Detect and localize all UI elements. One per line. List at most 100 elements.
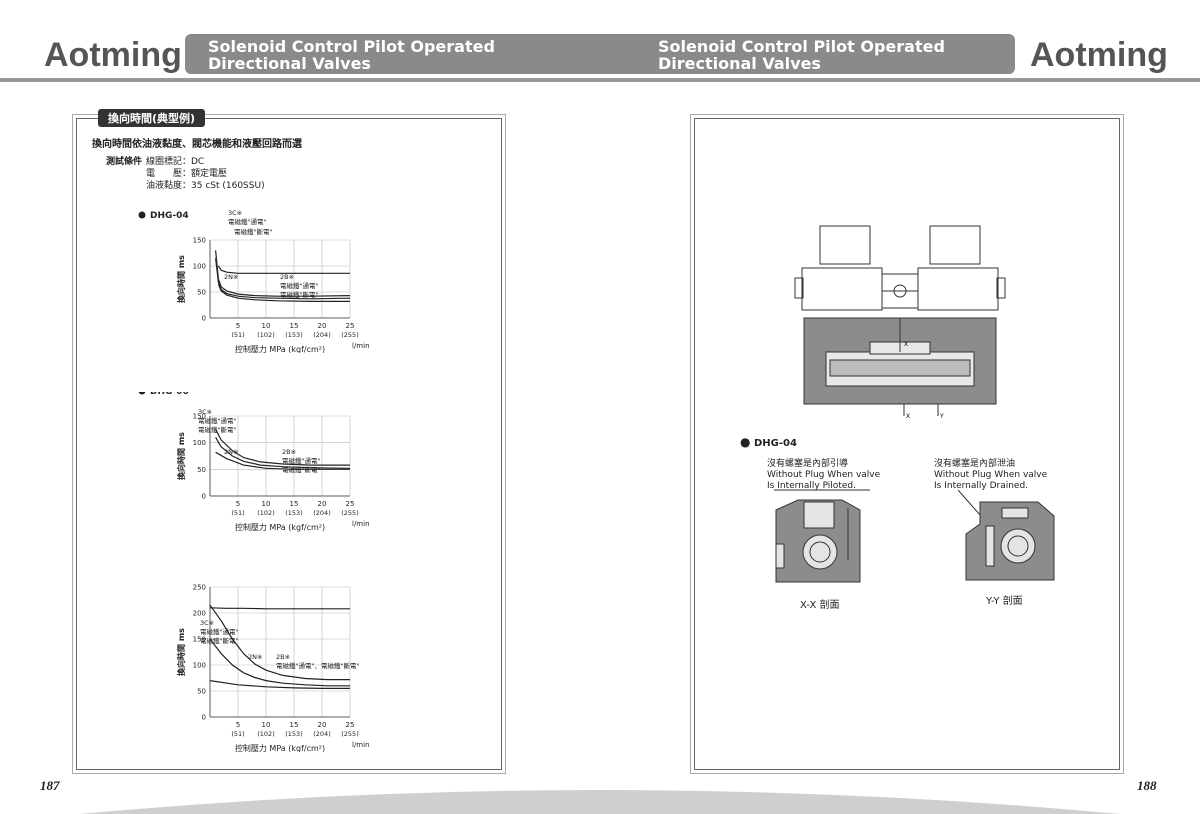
x-subtick-label: (102) [257,730,274,738]
x-tick-label: 10 [262,322,271,330]
left-panel [72,114,506,774]
page-number-left: 187 [40,778,60,793]
x-tick-label: 25 [346,322,355,330]
note-left-en2: Is Internally Piloted. [767,481,856,491]
model-text: DHG-04 [753,438,797,449]
series-line [215,451,350,470]
x-subtick-label: (153) [285,331,302,339]
annotation-label: 2N※ [224,448,238,456]
section-tag: 換向時間(典型例) [98,109,206,127]
annotation-label: 2N※ [248,653,262,661]
note-right-cn: 沒有螺塞是內部泄油 [934,459,1016,469]
section-xx-drawing [774,489,870,583]
annotation-label: 電磁鐵"斷電" [282,465,320,474]
y-axis-label: 換向時間 ms [176,432,186,480]
model-bullet-icon: ● [740,435,751,449]
left-title-line2: Directional Valves [208,54,371,73]
y-tick-label: 50 [197,466,206,474]
chart-title: DHG-04 [150,211,189,221]
x-tick-label: 15 [290,721,299,729]
series-line [209,680,350,690]
note-left-cn: 沒有螺塞是內部引導 [767,459,849,469]
annotation-label: 電磁鐵"通電" [282,456,320,465]
x-subtick-label: (153) [285,730,302,738]
annotation-label: 電磁鐵"斷電" [200,636,238,645]
x-subtick-label: (102) [257,331,274,339]
page-number-right: 188 [1137,778,1157,793]
left-header-title: Solenoid Control Pilot Operated Directio… [208,38,495,72]
series-line [209,607,350,610]
cond-label: 測試條件 [106,157,143,167]
y-tick-label: 250 [193,584,206,592]
chart-title: DHG-06 [150,392,189,397]
y-tick-label: 50 [197,688,206,696]
note-left-en1: Without Plug When valve [767,470,881,480]
annotation-label: 電磁鐵"通電" [228,217,266,226]
y-tick-label: 150 [193,237,206,245]
y-tick-label: 100 [193,263,206,271]
series-line [209,604,350,681]
x-subtick-label: (51) [231,730,244,738]
y-tick-label: 200 [193,610,206,618]
x-tick-label: 5 [236,500,240,508]
mark-x-top: X [904,341,908,348]
x-tick-label: 15 [290,322,299,330]
chart-dhg-10: DHG-100501001502002505(51)10(102)15(153)… [150,567,370,752]
x-axis-label: 控制壓力 MPa (kgf/cm²) [235,522,325,532]
x-subtick-label: (204) [313,509,330,517]
x-tick-label: 20 [318,322,327,330]
annotation-label: 3C※ [198,408,212,416]
right-panel [690,114,1124,774]
annotation-label: 2B※ [276,653,290,661]
annotation-label: 3C※ [228,209,242,217]
series-line [215,250,351,297]
series-line [217,283,350,303]
left-title-line1: Solenoid Control Pilot Operated [208,37,495,56]
mark-y-bottom: Y [939,413,944,420]
x-tick-label: 25 [346,721,355,729]
series-line [215,258,351,300]
chart-bullet-icon [138,211,146,219]
y-axis-label: 換向時間 ms [176,628,186,676]
series-line [215,436,351,469]
brand-logo-left: Aotming [44,36,182,74]
y-axis-label: 換向時間 ms [176,255,186,303]
note-internally-drained: 沒有螺塞是內部泄油 Without Plug When valve Is Int… [934,459,1047,492]
x-tick-label: 5 [236,322,240,330]
y-tick-label: 0 [202,493,206,501]
x-tick-label: 5 [236,721,240,729]
annotation-label: 電磁鐵"斷電" [234,227,272,236]
y-tick-label: 150 [193,413,206,421]
section-yy-label: Y-Y 剖面 [986,596,1023,607]
cond-coil: 線圈標記：DC [146,157,205,167]
annotation-label: 電磁鐵"通電" [280,281,318,290]
x-unit-label: l/min [352,520,370,528]
annotation-label: 電磁鐵"通電" [198,416,236,425]
chart-title: DHG-10 [150,567,189,568]
x-tick-label: 25 [346,500,355,508]
model-label: ● DHG-04 [740,435,797,449]
series-line [209,638,350,687]
x-subtick-label: (255) [341,509,358,517]
x-tick-label: 20 [318,500,327,508]
annotation-label: 2B※ [280,273,294,281]
x-unit-label: l/min [352,741,370,749]
x-subtick-label: (204) [313,730,330,738]
chart-dhg-04: DHG-040501001505(51)10(102)15(153)20(204… [138,209,370,353]
annotation-label: 2B※ [282,448,296,456]
x-subtick-label: (153) [285,509,302,517]
x-unit-label: l/min [352,342,370,350]
x-subtick-label: (51) [231,509,244,517]
section-xx-label: X-X 剖面 [800,600,840,611]
series-line [217,265,350,274]
x-subtick-label: (204) [313,331,330,339]
note-right-en2: Is Internally Drained. [934,481,1029,491]
x-subtick-label: (255) [341,730,358,738]
note-right-en1: Without Plug When valve [934,470,1048,480]
annotation-label: 3C※ [200,619,214,627]
x-axis-label: 控制壓力 MPa (kgf/cm²) [235,743,325,752]
x-tick-label: 20 [318,721,327,729]
right-title-line2: Directional Valves [658,54,821,73]
y-tick-label: 150 [193,636,206,644]
series-line [215,429,350,466]
